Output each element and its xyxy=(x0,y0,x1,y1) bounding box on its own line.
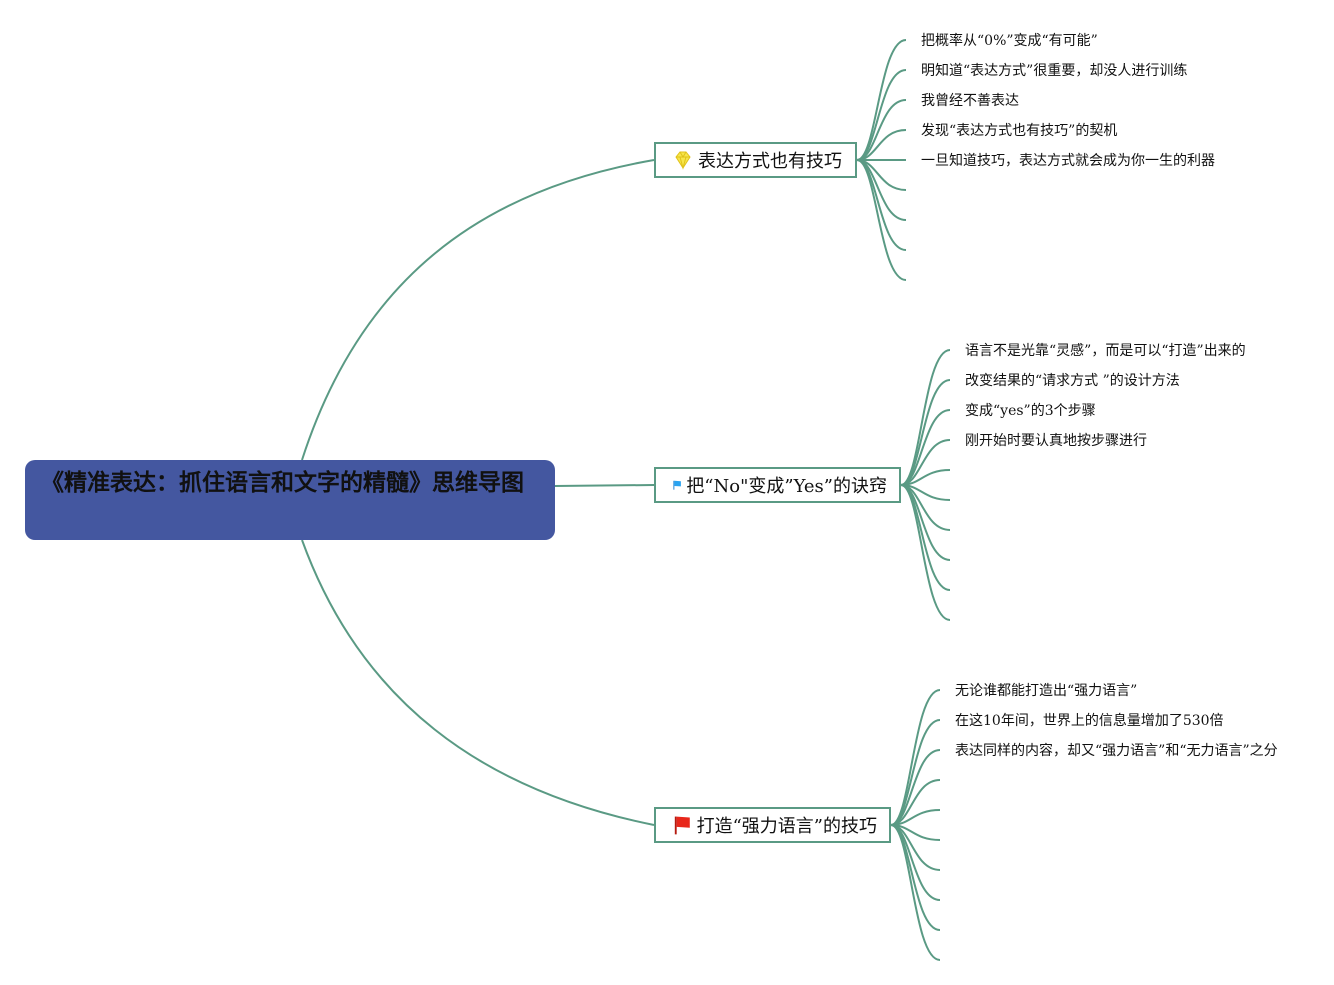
leaf-connector xyxy=(856,99,907,161)
leaf-item[interactable]: 表达同样的内容，却又“强力语言”和“无力语言”之分 xyxy=(955,743,1278,759)
root-topic[interactable]: 《精准表达：抓住语言和文字的精髓》思维导图 xyxy=(25,460,555,540)
leaf-item[interactable]: 无论谁都能打造出“强力语言” xyxy=(955,683,1138,699)
leaf-connector xyxy=(890,824,941,961)
leaf-item[interactable]: 变成“yes”的3个步骤 xyxy=(965,403,1096,419)
leaf-item[interactable]: 我曾经不善表达 xyxy=(921,93,1019,109)
branch-topic-strong-language[interactable]: 打造“强力语言”的技巧 xyxy=(654,807,891,843)
leaf-connector xyxy=(890,749,941,826)
leaf-connector xyxy=(900,349,951,486)
leaf-item[interactable]: 在这10年间，世界上的信息量增加了530倍 xyxy=(955,713,1224,729)
root-connector-top xyxy=(301,159,655,461)
leaf-connector xyxy=(856,159,907,251)
leaf-item[interactable]: 改变结果的“请求方式 ”的设计方法 xyxy=(965,373,1180,389)
branch-topic-no-to-yes[interactable]: 把“No"变成”Yes”的诀窍 xyxy=(654,467,901,503)
leaf-item[interactable]: 发现“表达方式也有技巧”的契机 xyxy=(921,123,1118,139)
branch-label: 表达方式也有技巧 xyxy=(698,151,842,172)
leaf-connector xyxy=(900,484,951,621)
leaf-item[interactable]: 把概率从“0%”变成“有可能” xyxy=(921,33,1098,49)
leaf-item[interactable]: 一旦知道技巧，表达方式就会成为你一生的利器 xyxy=(921,153,1215,169)
leaf-connector xyxy=(890,824,941,931)
blue-flag-icon xyxy=(673,480,681,490)
leaf-connector xyxy=(856,69,907,161)
leaf-connector xyxy=(900,484,951,591)
root-connector-bottom xyxy=(301,539,655,826)
leaf-item[interactable]: 明知道“表达方式”很重要，却没人进行训练 xyxy=(921,63,1188,79)
leaf-connector xyxy=(900,379,951,486)
leaf-connector xyxy=(890,689,941,826)
red-flag-icon xyxy=(674,816,690,835)
root-title: 《精准表达：抓住语言和文字的精髓》思维导图 xyxy=(41,470,524,496)
leaf-connector xyxy=(890,719,941,826)
branch-label: 打造“强力语言”的技巧 xyxy=(696,816,877,837)
branch-topic-expression-skills[interactable]: 表达方式也有技巧 xyxy=(654,142,857,178)
root-connector-middle xyxy=(554,484,655,487)
diamond-icon xyxy=(675,151,691,170)
leaf-item[interactable]: 语言不是光靠“灵感”，而是可以“打造”出来的 xyxy=(965,343,1246,359)
leaf-connector xyxy=(900,409,951,486)
branch-label: 把“No"变成”Yes”的诀窍 xyxy=(686,476,887,497)
leaf-item[interactable]: 刚开始时要认真地按步骤进行 xyxy=(965,433,1147,449)
leaf-connector xyxy=(856,159,907,281)
